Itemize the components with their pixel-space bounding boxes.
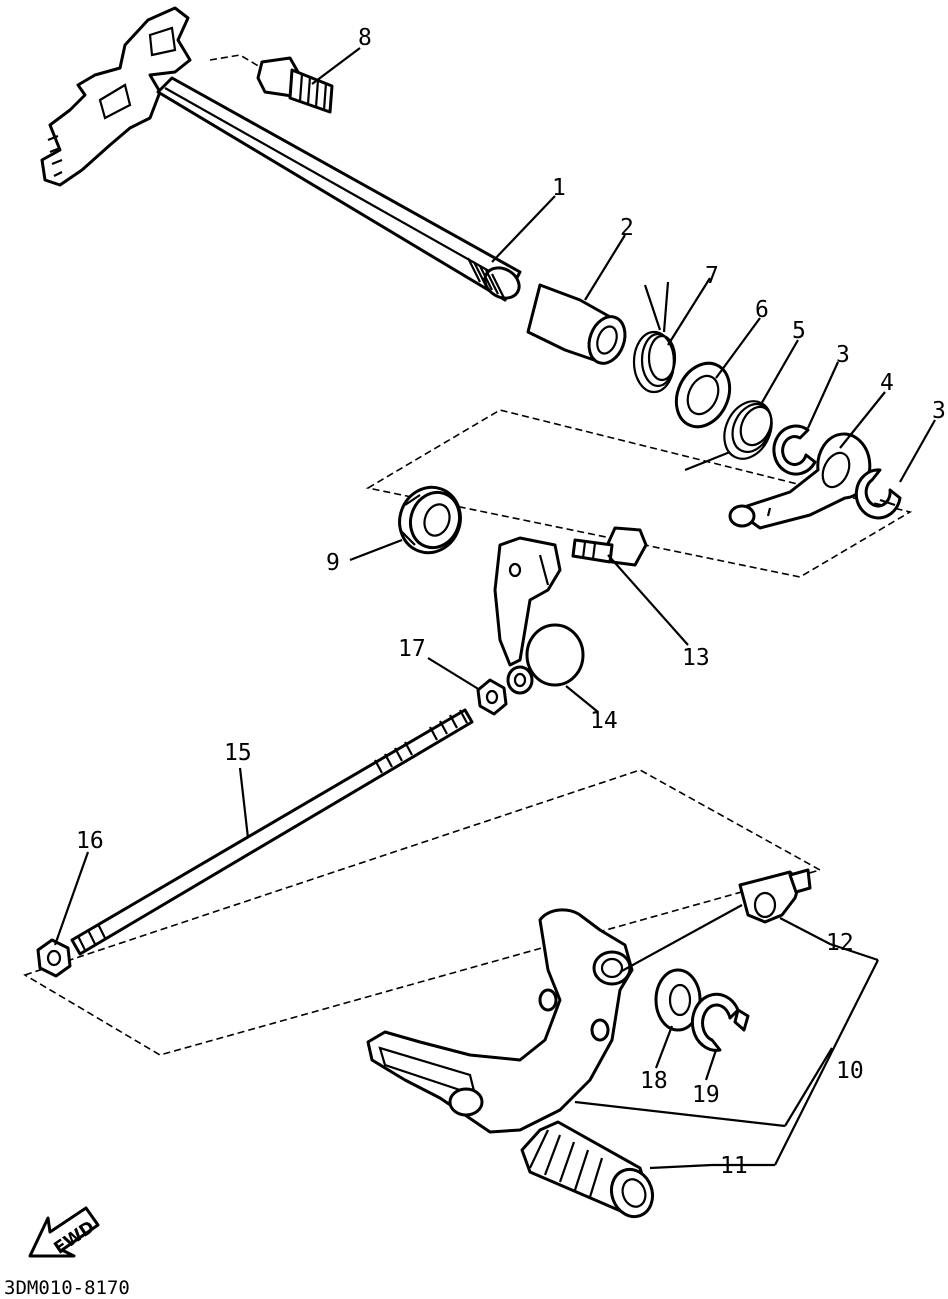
part-14-lever <box>493 536 585 695</box>
part-12-joint <box>738 868 812 924</box>
callout-8: 8 <box>358 25 372 51</box>
part-3-circlip-a <box>772 424 817 476</box>
callout-17: 17 <box>398 636 426 662</box>
callout-18: 18 <box>640 1068 668 1094</box>
callout-1: 1 <box>552 175 566 201</box>
part-8-bolt <box>256 56 334 114</box>
callout-labels: 1 2 3 3 4 5 6 7 8 9 10 11 12 13 14 15 16… <box>76 25 946 1179</box>
callout-9: 9 <box>326 550 340 576</box>
part-3-circlip-b <box>854 468 902 520</box>
callout-16: 16 <box>76 828 104 854</box>
part-10-pedal <box>366 908 634 1134</box>
part-6-washer <box>674 361 732 429</box>
callout-11: 11 <box>720 1153 748 1179</box>
part-17-nut <box>476 678 508 716</box>
assembly-outline-pedal <box>23 769 823 1056</box>
callout-19: 19 <box>692 1082 720 1108</box>
callout-2: 2 <box>620 215 634 241</box>
part-13-bolt <box>571 526 648 567</box>
callout-12: 12 <box>826 930 854 956</box>
part-2-collar <box>526 283 627 365</box>
part-16-nut <box>36 938 72 978</box>
callout-4: 4 <box>880 370 894 396</box>
part-4-arm <box>728 432 872 530</box>
callout-5: 5 <box>792 318 806 344</box>
leader-lines <box>53 47 936 1170</box>
shaft-spline <box>467 257 505 299</box>
callout-3a: 3 <box>836 342 850 368</box>
part-19-circlip <box>690 992 750 1052</box>
part-9-bearing <box>398 485 462 555</box>
callout-10: 10 <box>836 1058 864 1084</box>
fwd-arrow: FWD <box>28 1206 100 1259</box>
rod-thread-bottom <box>77 923 106 951</box>
callout-15: 15 <box>224 740 252 766</box>
callout-3b: 3 <box>932 398 946 424</box>
part-7-spring <box>632 281 677 394</box>
part-15-rod <box>70 708 474 956</box>
callout-13: 13 <box>682 645 710 671</box>
callout-7: 7 <box>705 263 719 289</box>
part-shift-shaft <box>40 6 522 302</box>
rod-thread-top <box>374 709 468 774</box>
callout-14: 14 <box>590 708 618 734</box>
diagram-code: 3DM010-8170 <box>4 1277 130 1299</box>
assembly-outline-arm <box>365 409 913 578</box>
callout-6: 6 <box>755 297 769 323</box>
part-11-rubber <box>520 1120 655 1219</box>
